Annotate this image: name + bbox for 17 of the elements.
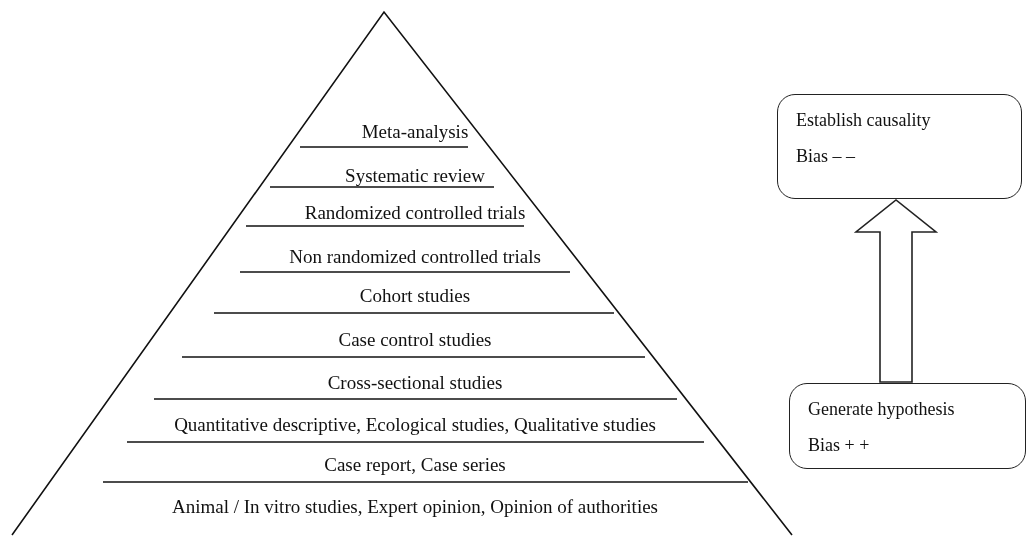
block-arrow: [853, 198, 939, 383]
level-label: Cohort studies: [359, 285, 471, 307]
level-label: Cross-sectional studies: [327, 372, 503, 394]
box-text: Bias – –: [796, 145, 856, 167]
rounded-box: [789, 383, 1026, 469]
box-text: Generate hypothesis: [808, 398, 956, 420]
level-label: Animal / In vitro studies, Expert opinion, Opinion of authorities: [172, 496, 658, 518]
level-label: Quantitative descriptive, Ecological studies, Qualitative studies: [174, 414, 656, 436]
level-label: Case control studies: [338, 329, 492, 351]
level-label: Case report, Case series: [324, 454, 506, 476]
level-label: Systematic review: [345, 165, 485, 187]
level-label: Randomized controlled trials: [304, 202, 526, 224]
level-label: Meta-analysis: [361, 121, 469, 143]
rounded-box: [777, 94, 1022, 199]
box-text: Bias + +: [808, 434, 871, 456]
level-label: Non randomized controlled trials: [289, 246, 541, 268]
box-text: Establish causality: [796, 109, 932, 131]
